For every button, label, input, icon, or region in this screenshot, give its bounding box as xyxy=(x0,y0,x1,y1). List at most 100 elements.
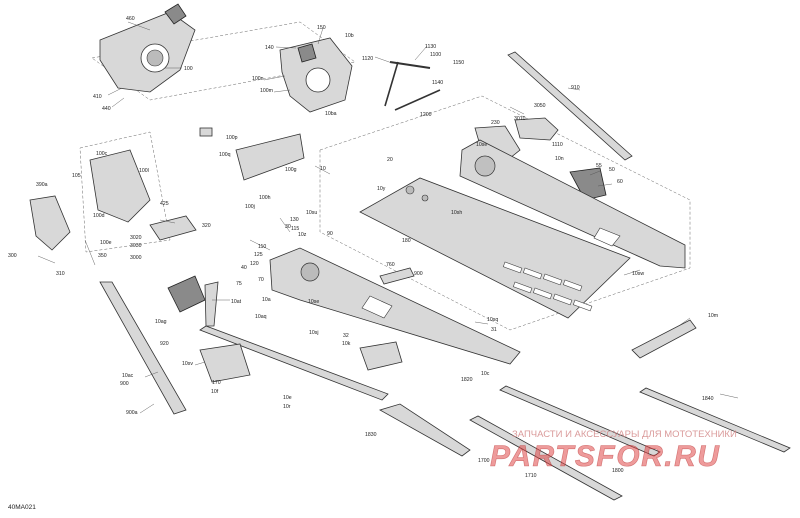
callout: 3000 xyxy=(130,255,142,261)
callout: 920 xyxy=(160,341,169,347)
callout: 100j xyxy=(245,204,255,210)
group-outline-main xyxy=(319,95,691,331)
callout: 425 xyxy=(160,201,169,207)
callout: 100e xyxy=(100,240,112,246)
callout: 100c xyxy=(96,151,108,157)
callout: 10a xyxy=(262,297,271,303)
callout: 170 xyxy=(212,380,221,386)
callout: 30 xyxy=(285,224,291,230)
callout: 60 xyxy=(617,179,623,185)
callout: 10z xyxy=(298,232,307,238)
callout: 55 xyxy=(596,163,602,169)
callout: 10se xyxy=(476,142,487,148)
watermark-tagline: ЗАПЧАСТИ И АКСЕССУАРЫ ДЛЯ МОТОТЕХНИКИ xyxy=(512,429,737,440)
callout: 180 xyxy=(402,238,411,244)
callout: 125 xyxy=(254,252,263,258)
callout: 10se xyxy=(308,299,319,305)
callout: 130 xyxy=(290,217,299,223)
callout: 10aq xyxy=(255,314,267,320)
rear-hook-bar xyxy=(378,403,471,457)
callout: 10ac xyxy=(122,373,134,379)
callout: 70 xyxy=(258,277,264,283)
rear-runner-2 xyxy=(499,385,661,457)
callout: 1800 xyxy=(612,468,624,474)
callout: 100 xyxy=(184,66,193,72)
callout: 50 xyxy=(609,167,615,173)
callout: 110 xyxy=(258,244,266,250)
callout: 1840 xyxy=(702,396,714,402)
right-bracket-cluster xyxy=(474,117,607,201)
callout: 1150 xyxy=(453,60,464,66)
callout: 460 xyxy=(126,16,135,22)
callout: 3050 xyxy=(534,103,546,109)
tunnel-side-panel-right xyxy=(459,139,686,269)
callout: 230 xyxy=(491,120,500,126)
right-rear-bracket xyxy=(631,319,697,359)
callout: 390a xyxy=(36,182,48,188)
callout: 10at xyxy=(231,299,242,305)
callout: 75 xyxy=(236,281,242,287)
callout: 1120 xyxy=(362,56,373,62)
callout: 100d xyxy=(93,213,105,219)
callout: 1700 xyxy=(478,458,490,464)
callout: 10ag xyxy=(155,319,167,325)
strut-rods xyxy=(384,61,441,111)
upper-cross-bar xyxy=(507,51,633,161)
lower-front-bar xyxy=(99,281,187,415)
diagram-code: 40MA021 xyxy=(8,504,36,511)
callout: 1130 xyxy=(425,44,436,50)
callout: 350 xyxy=(98,253,107,259)
callout: 1140 xyxy=(432,80,443,86)
callout: 900a xyxy=(126,410,138,416)
steering-column-support xyxy=(279,37,353,113)
callout: 900 xyxy=(414,271,423,277)
tunnel-floor xyxy=(359,177,631,319)
callout: 10k xyxy=(342,341,351,347)
callout: 10f xyxy=(211,389,219,395)
callout: 410 xyxy=(93,94,102,100)
tunnel-side-panel-left xyxy=(269,247,521,365)
callout: 10sq xyxy=(487,317,498,323)
callout: 1820 xyxy=(461,377,473,383)
callout: 100l xyxy=(139,168,149,174)
callout: 100g xyxy=(285,167,297,173)
callout: 10b xyxy=(345,33,354,39)
mid-panel-parts xyxy=(199,127,429,285)
group-outline-left xyxy=(79,131,171,253)
callout: 10 xyxy=(320,166,326,172)
callout: 10sv xyxy=(182,361,193,367)
callout: 10ba xyxy=(325,111,337,117)
callout: 105 xyxy=(72,173,81,179)
watermark: ЗАПЧАСТИ И АКСЕССУАРЫ ДЛЯ МОТОТЕХНИКИ PA… xyxy=(490,429,737,473)
callout: 310 xyxy=(56,271,65,277)
callout: 910 xyxy=(571,85,580,91)
callout: 3030 xyxy=(130,243,142,249)
callout: 100h xyxy=(259,195,271,201)
callout: 760 xyxy=(386,262,395,268)
callout: 1110 xyxy=(552,142,563,148)
callout: 115 xyxy=(291,226,299,232)
rear-runner-1 xyxy=(469,415,623,501)
callout: 3010 xyxy=(514,116,526,122)
callout: 300 xyxy=(8,253,17,259)
callout: 320 xyxy=(202,223,211,229)
callout: 10m xyxy=(708,313,718,319)
callout: 10sj xyxy=(309,330,319,336)
callout: 10r xyxy=(283,404,291,410)
callout: 100m xyxy=(260,88,273,94)
callout: 31 xyxy=(491,327,497,333)
rear-runner-3 xyxy=(639,387,791,453)
callout: 40 xyxy=(241,265,247,271)
callout: 10sw xyxy=(632,271,644,277)
callout: 900 xyxy=(120,381,129,387)
callout: 1100 xyxy=(430,52,441,58)
callout: 10su xyxy=(306,210,317,216)
left-side-rail xyxy=(199,325,389,401)
callout: 10c xyxy=(481,371,490,377)
callout: 100n xyxy=(252,76,264,82)
callout: 120 xyxy=(250,261,259,267)
callout: 1830 xyxy=(365,432,377,438)
callout: 440 xyxy=(102,106,111,112)
leader-lines xyxy=(37,21,739,414)
